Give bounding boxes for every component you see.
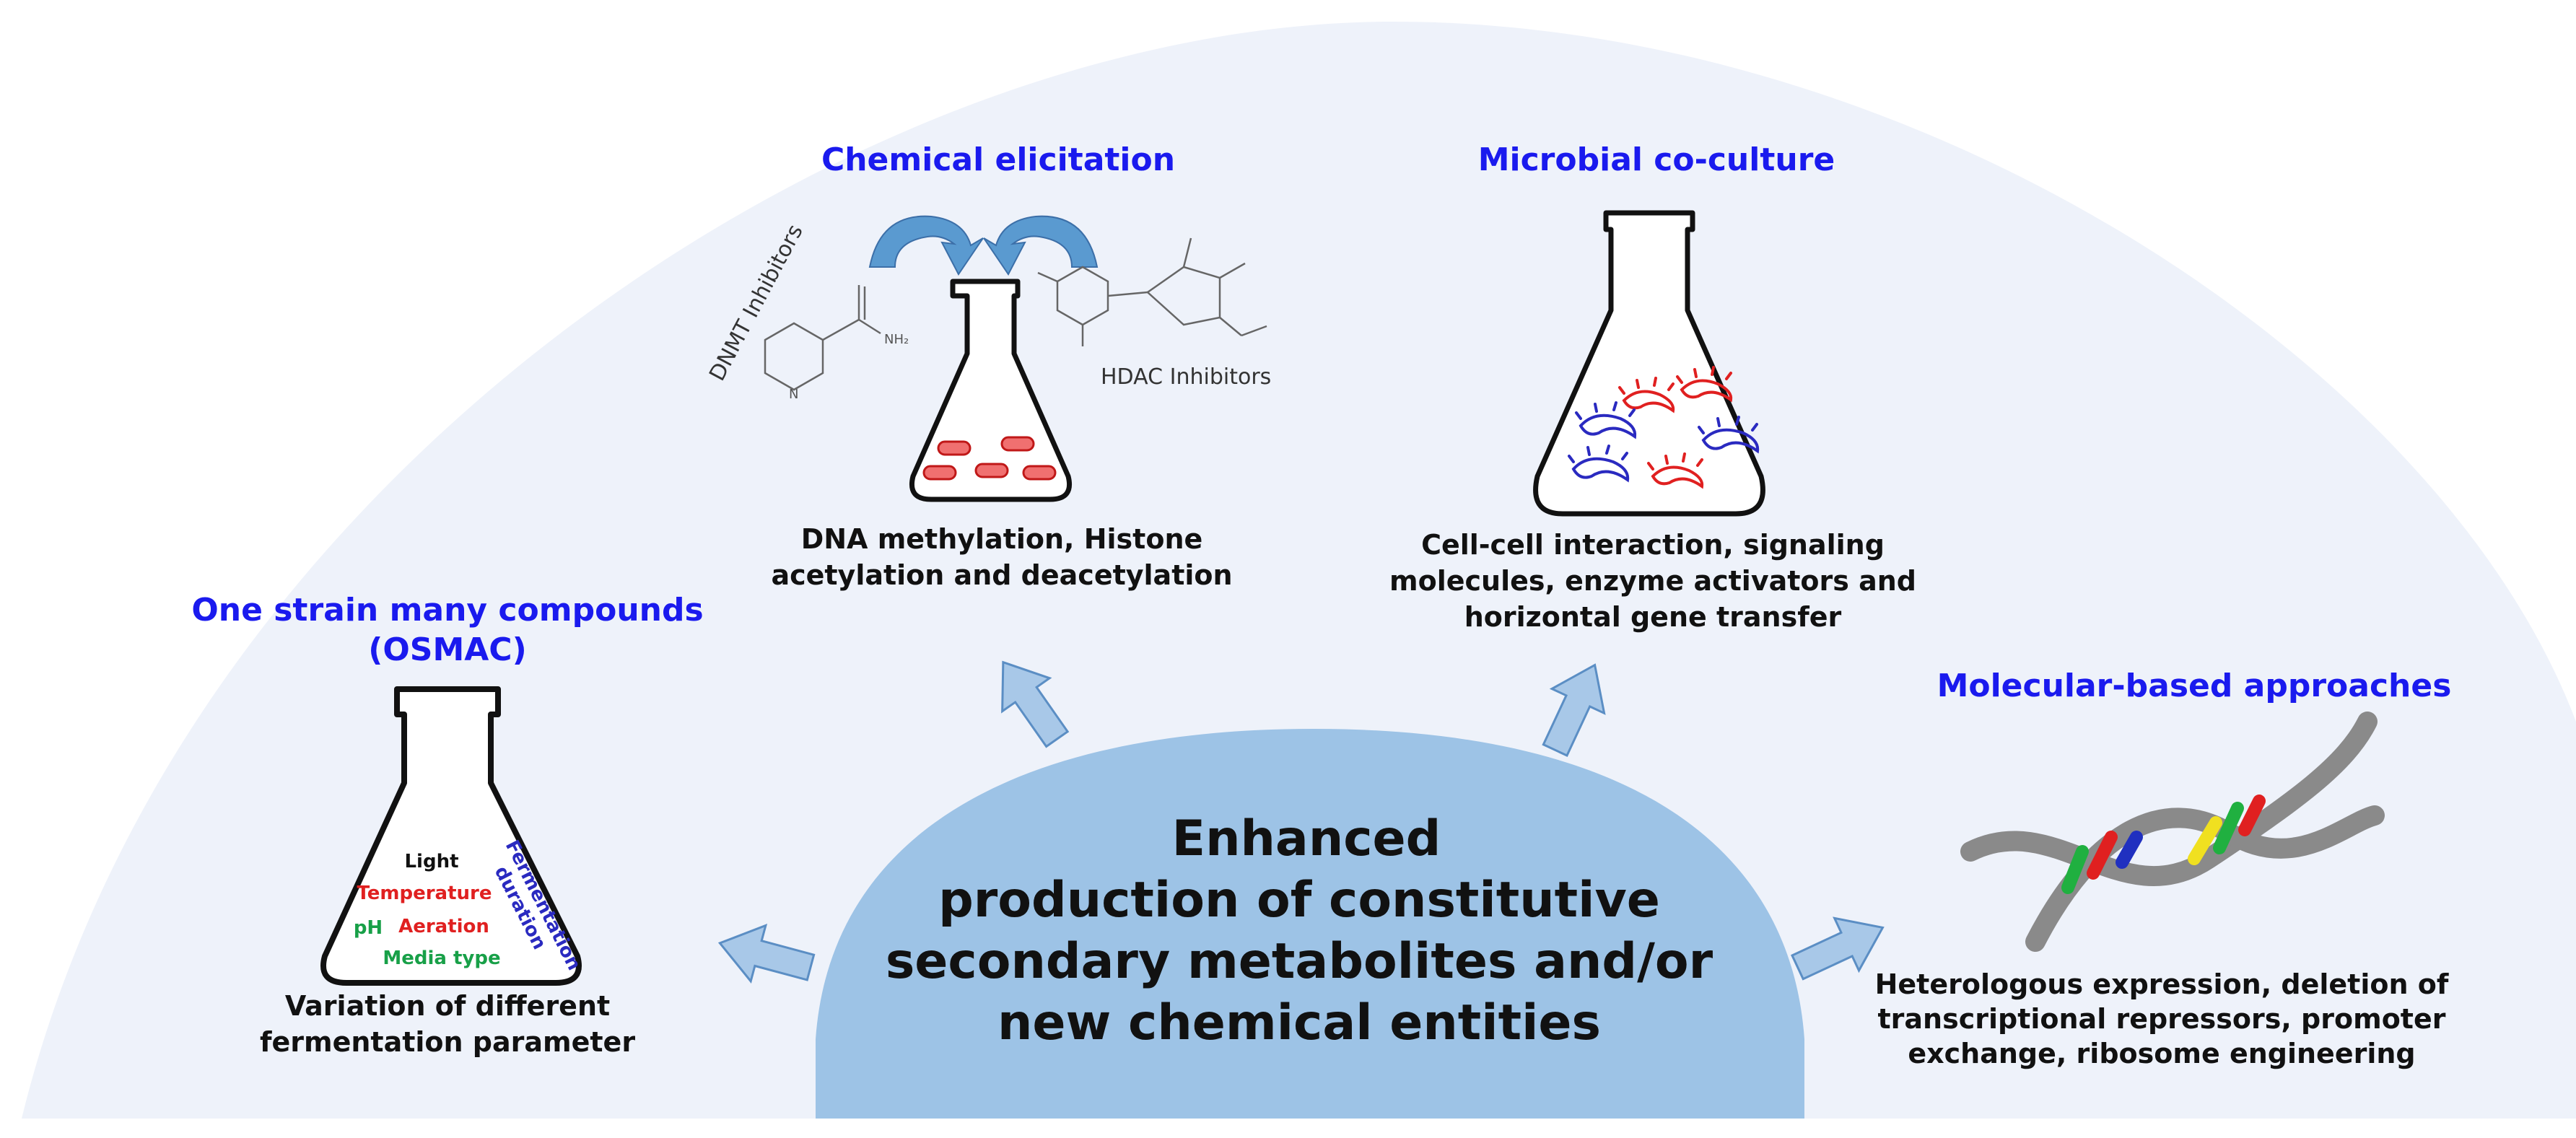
center-line-2: production of constitutive (938, 872, 1660, 929)
coculture-desc-line-1: Cell-cell interaction, signaling (1421, 529, 1885, 561)
coculture-desc-line-3: horizontal gene transfer (1464, 601, 1842, 633)
dna-icon (1960, 712, 2385, 952)
molecule-icon (1037, 237, 1267, 346)
n-label: N (789, 387, 798, 402)
coculture-title: Microbial co-culture (1478, 141, 1835, 178)
molecular-section: Molecular-based approaches Heterologous … (1875, 668, 2452, 1069)
param-ph: pH (354, 917, 383, 939)
molecular-desc-line-2: transcriptional repressors, promoter (1878, 1003, 2446, 1035)
center-text: Enhanced production of constitutive seco… (886, 810, 1713, 1051)
center-line-1: Enhanced (1172, 810, 1441, 867)
curved-arrow-icon (868, 215, 984, 276)
bacteria-icon (1568, 366, 1760, 489)
nh2-label: NH₂ (884, 332, 909, 347)
cells-icon (922, 436, 1057, 481)
molecular-desc-line-1: Heterologous expression, deletion of (1875, 968, 2449, 1000)
osmac-title-line-1: One strain many compounds (191, 592, 703, 629)
coculture-desc-line-2: molecules, enzyme activators and (1389, 565, 1916, 597)
molecular-desc-line-3: exchange, ribosome engineering (1908, 1038, 2415, 1069)
osmac-title-line-2: (OSMAC) (368, 631, 526, 668)
block-arrow-icon (1791, 916, 1885, 981)
block-arrow-icon (1001, 660, 1070, 748)
flask-icon (320, 686, 582, 986)
block-arrow-icon (1542, 663, 1606, 757)
coculture-section: Microbial co-culture Cell-cell interacti… (1389, 141, 1916, 633)
molecule-icon (764, 285, 881, 391)
chemical-desc-line-2: acetylation and deacetylation (771, 559, 1232, 591)
param-aeration: Aeration (398, 916, 489, 937)
chemical-title: Chemical elicitation (821, 141, 1175, 178)
background-dome (22, 22, 2576, 1119)
center-dome (816, 729, 1804, 1119)
osmac-desc-line-1: Variation of different (285, 990, 610, 1022)
molecular-title: Molecular-based approaches (1937, 668, 2452, 704)
center-line-3: secondary metabolites and/or (886, 933, 1713, 990)
curved-arrow-icon (983, 215, 1099, 276)
center-line-4: new chemical entities (997, 994, 1601, 1051)
param-light: Light (404, 851, 458, 872)
param-temperature: Temperature (357, 883, 492, 904)
osmac-desc-line-2: fermentation parameter (260, 1026, 635, 1058)
param-media-type: Media type (383, 947, 500, 969)
osmac-section: One strain many compounds (OSMAC) Light … (191, 592, 703, 1058)
chemical-desc-line-1: DNA methylation, Histone (801, 523, 1203, 555)
block-arrow-icon (717, 924, 816, 984)
hdac-label: HDAC Inhibitors (1101, 364, 1271, 390)
